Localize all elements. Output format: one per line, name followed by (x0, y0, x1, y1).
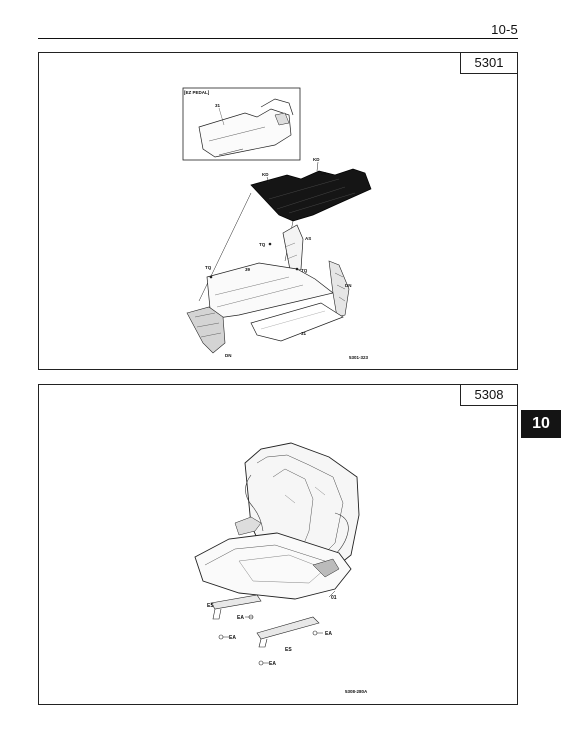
figure-panel-5301: 5301 [EZ PEDAL] 31 KD KD 56 AS TQ TQ 3 (38, 52, 518, 370)
label-kd-right: KD (313, 157, 320, 162)
section-tab: 10 (521, 410, 561, 438)
inset-box (182, 87, 301, 161)
floor-mat (250, 168, 372, 222)
label-ea-3: EA (325, 631, 332, 637)
label-es-left: ES (207, 603, 214, 609)
label-31: 31 (301, 331, 307, 336)
page-number: 10-5 (491, 22, 518, 37)
seat-diagram: ES EA EA EA ES EA 01 5308-280A (194, 442, 368, 694)
label-tq-left: TQ (205, 265, 212, 270)
inset-title: [EZ PEDAL] (184, 90, 210, 95)
header-rule (38, 38, 518, 39)
label-es-right: ES (285, 647, 292, 653)
label-01: 01 (331, 595, 337, 601)
label-tq-upper: TQ (259, 242, 266, 247)
floor-mat-diagram: [EZ PEDAL] 31 KD KD 56 AS TQ TQ 39 TQ (182, 87, 372, 360)
label-56: 56 (321, 171, 327, 176)
panel-code: 5308 (460, 384, 518, 406)
seat-rail-right (256, 616, 320, 640)
label-31-inset: 31 (215, 103, 221, 108)
figure-id-5301: 5301-323 (349, 355, 369, 360)
label-kd-left: KD (262, 172, 269, 177)
label-dn-right: DN (345, 283, 352, 288)
panel-code: 5301 (460, 52, 518, 74)
figure-panel-5308: 5308 ES EA EA EA ES EA (38, 384, 518, 705)
label-ea-4: EA (269, 661, 276, 667)
label-tq-right: TQ (301, 268, 308, 273)
seat-rail-left (210, 594, 262, 610)
label-39: 39 (245, 267, 251, 272)
label-ea-1: EA (237, 615, 244, 621)
pedal-mat (198, 108, 292, 158)
label-as: AS (305, 236, 311, 241)
label-dn-left: DN (225, 353, 232, 358)
figure-id-5308: 5308-280A (345, 689, 368, 694)
label-ea-2: EA (229, 635, 236, 641)
